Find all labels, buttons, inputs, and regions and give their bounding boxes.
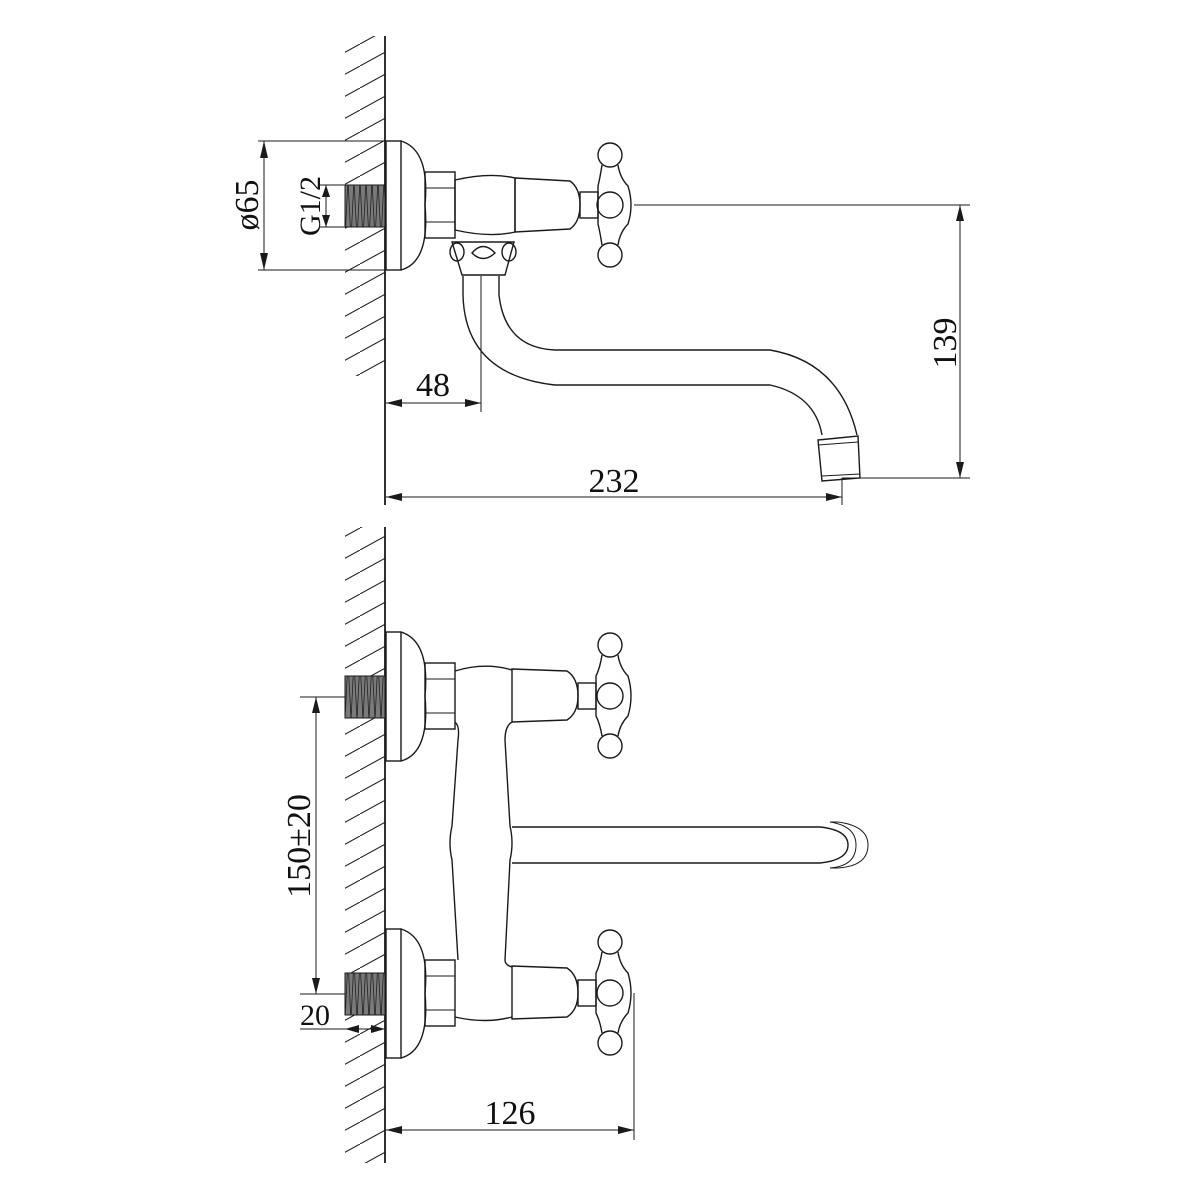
- dim-spout-height: 139: [927, 205, 964, 478]
- dim-label-wall-to-handle: 126: [485, 1095, 536, 1132]
- dim-label-inlet-center-distance: 150±20: [281, 794, 318, 898]
- dim-flange-diameter: ø65: [229, 140, 400, 271]
- dim-overall-reach: 232: [386, 463, 842, 501]
- dim-label-spout-height: 139: [927, 318, 964, 369]
- dim-label-flange-diameter: ø65: [229, 180, 266, 231]
- side-view: ø65 G1/2 48 232: [229, 36, 970, 505]
- dim-thread-size: G1/2: [294, 176, 345, 236]
- dim-label-thread-size: G1/2: [294, 176, 327, 236]
- swivel-collar: [449, 241, 517, 276]
- dim-label-overall-reach: 232: [589, 463, 640, 500]
- cross-handle-icon: [596, 142, 970, 268]
- cross-handle-icon: [595, 632, 632, 759]
- s-spout-icon: [512, 821, 869, 869]
- thread-pattern-icon: [344, 675, 386, 719]
- dim-wall-to-handle: 126: [386, 1095, 634, 1134]
- dim-label-thread-length: 20: [300, 999, 330, 1032]
- eccentric-flange-icon: [385, 928, 456, 1059]
- dim-label-wall-to-spout-axis: 48: [416, 367, 450, 404]
- eccentric-flange-icon: [385, 631, 456, 762]
- cross-handle-icon: [595, 929, 635, 1140]
- mixer-body: [454, 665, 513, 1022]
- wall-hatch-icon: [345, 527, 386, 1163]
- eccentric-flange-icon: [385, 140, 427, 271]
- thread-pattern-icon: [344, 184, 386, 228]
- aerator-icon: [817, 435, 970, 505]
- s-spout-icon: [462, 276, 858, 436]
- valve-body: [454, 174, 516, 236]
- thread-pattern-icon: [344, 972, 386, 1016]
- dim-inlet-center-distance: 150±20: [281, 696, 345, 995]
- valve-bonnet: [514, 177, 581, 233]
- front-view: 150±20 20 126: [281, 527, 869, 1163]
- dim-thread-length: 20: [300, 999, 385, 1033]
- hex-nut: [424, 171, 456, 239]
- dim-wall-to-spout-axis: 48: [386, 367, 481, 407]
